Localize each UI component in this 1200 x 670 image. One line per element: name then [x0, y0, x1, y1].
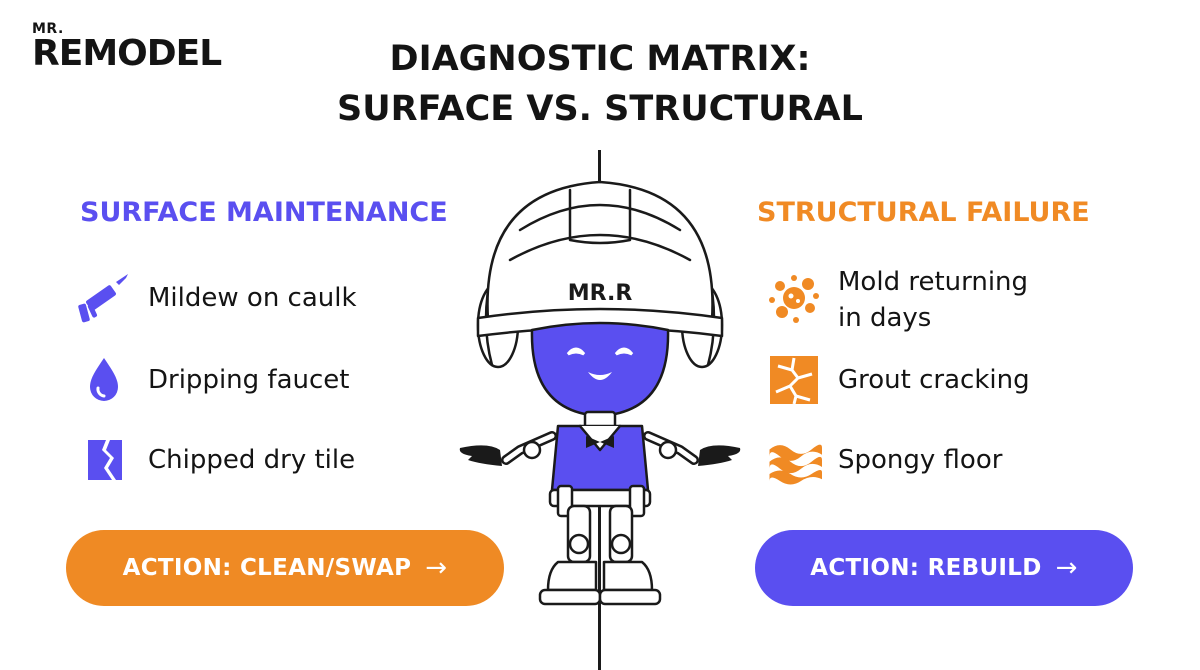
arrow-right-icon: →	[425, 553, 448, 583]
action-clean-swap-button[interactable]: ACTION: CLEAN/SWAP →	[66, 530, 504, 606]
chipped-tile-icon	[76, 432, 132, 488]
surface-item-label: Mildew on caulk	[148, 283, 357, 313]
action-label: ACTION: REBUILD	[810, 555, 1042, 581]
surface-item-label: Chipped dry tile	[148, 445, 356, 475]
cracked-grout-icon	[766, 352, 822, 408]
brand-logo: MR. REMODEL	[32, 21, 222, 74]
structural-item-label: Mold returning in days	[838, 264, 1028, 336]
action-label: ACTION: CLEAN/SWAP	[122, 555, 412, 581]
mold-splat-icon	[766, 270, 822, 326]
logo-wordmark: REMODEL	[32, 33, 222, 74]
caulk-gun-icon	[76, 270, 132, 326]
robot-mascot-illustration: MR.R	[459, 180, 741, 606]
label-line-1: Mold returning	[838, 267, 1029, 297]
action-rebuild-button[interactable]: ACTION: REBUILD →	[755, 530, 1133, 606]
surface-item-tile: Chipped dry tile	[76, 432, 355, 488]
helmet-label: MR.R	[568, 281, 633, 306]
logo-prefix: MR.	[32, 21, 64, 37]
surface-item-label: Dripping faucet	[148, 365, 350, 395]
page-title: DIAGNOSTIC MATRIX: SURFACE VS. STRUCTURA…	[250, 34, 950, 134]
structural-failure-heading: STRUCTURAL FAILURE	[757, 197, 1090, 228]
structural-item-floor: Spongy floor	[766, 432, 1002, 488]
surface-item-caulk: Mildew on caulk	[76, 270, 357, 326]
structural-item-mold: Mold returning in days	[766, 264, 1028, 336]
wavy-floor-icon	[766, 432, 822, 488]
structural-item-label: Grout cracking	[838, 365, 1030, 395]
surface-item-faucet: Dripping faucet	[76, 352, 349, 408]
arrow-right-icon: →	[1055, 553, 1078, 583]
structural-item-grout: Grout cracking	[766, 352, 1030, 408]
title-line-2: SURFACE VS. STRUCTURAL	[337, 89, 863, 129]
structural-item-label: Spongy floor	[838, 445, 1003, 475]
surface-maintenance-heading: SURFACE MAINTENANCE	[80, 197, 448, 228]
title-line-1: DIAGNOSTIC MATRIX:	[389, 39, 811, 79]
label-line-2: in days	[838, 303, 932, 333]
water-drop-icon	[76, 352, 132, 408]
